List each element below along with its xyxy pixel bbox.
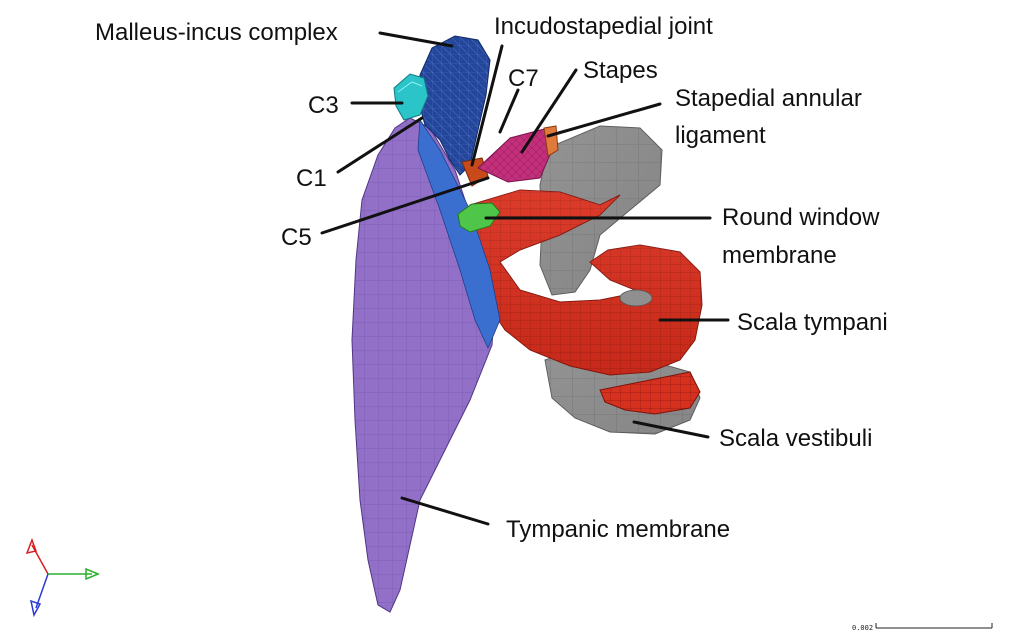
leader-malleus-incus xyxy=(380,33,452,46)
blue-axis-arrow xyxy=(31,601,40,615)
label-c5: C5 xyxy=(281,223,312,253)
stapes-shape xyxy=(478,128,552,182)
label-c1: C1 xyxy=(296,164,327,194)
label-stapes: Stapes xyxy=(583,56,658,86)
tympanic-membrane-shape xyxy=(352,118,495,612)
label-scala-vestibuli: Scala vestibuli xyxy=(719,424,872,454)
red-axis-arrow xyxy=(27,540,36,553)
label-annular-line2: ligament xyxy=(675,121,766,151)
scale-bar xyxy=(876,623,992,628)
label-malleus-incus: Malleus-incus complex xyxy=(95,18,338,48)
leader-c7 xyxy=(500,90,518,132)
label-round-window-line2: membrane xyxy=(722,241,837,271)
label-annular-line1: Stapedial annular xyxy=(675,84,862,114)
label-c7: C7 xyxy=(508,64,539,94)
axis-triad xyxy=(27,540,98,615)
label-scala-tympani: Scala tympani xyxy=(737,308,888,338)
label-c3: C3 xyxy=(308,91,339,121)
label-round-window-line1: Round window xyxy=(722,203,879,233)
label-incudostapedial-joint: Incudostapedial joint xyxy=(494,12,713,42)
label-tympanic-membrane: Tympanic membrane xyxy=(506,515,730,545)
scale-bar-label: 0.002 xyxy=(852,624,873,632)
